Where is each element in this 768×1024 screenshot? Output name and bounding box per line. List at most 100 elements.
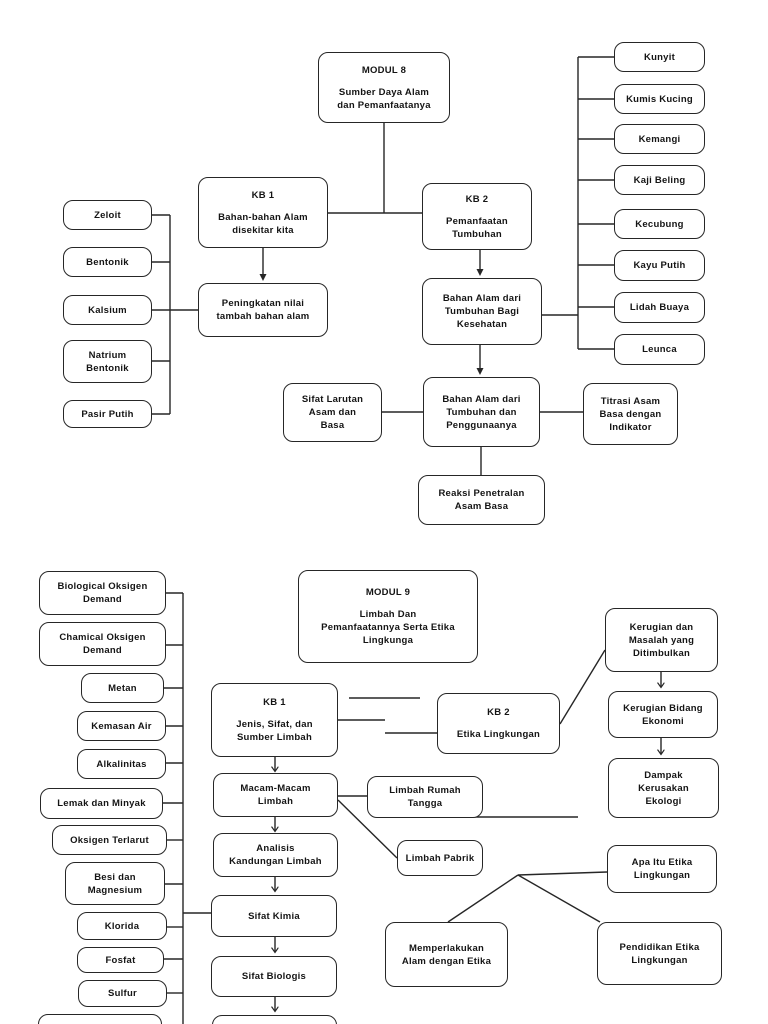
node-label: Kayu Putih (633, 260, 686, 271)
node-label: Limbah (257, 796, 294, 807)
connector-line (517, 871, 608, 876)
connector-line (517, 874, 601, 923)
node-label: Bentonik (86, 362, 129, 374)
node-label: Titrasi Asam (600, 395, 661, 407)
node-label: Demand (83, 645, 122, 656)
node-label: Lingkunga (362, 635, 414, 646)
metan-box: Metan (81, 673, 164, 703)
node-label: Macam-Macam (240, 783, 311, 794)
pasir-putih-box: Pasir Putih (63, 400, 152, 428)
node-label: Leunca (642, 344, 677, 355)
kaji-beling-box: Kaji Beling (614, 165, 705, 195)
node-label: Etika Lingkungan (456, 729, 541, 740)
kemangi-box: Kemangi (614, 124, 705, 154)
node-label: Bahan Alam dari (442, 293, 522, 304)
kecubung-box: Kecubung (614, 209, 705, 239)
node-label: Kandungan Limbah (229, 856, 322, 867)
node-label: MODUL 8 (361, 64, 407, 76)
node-label: Natrium (88, 349, 127, 361)
node-label: Jenis, Sifat, dan (236, 719, 313, 730)
node-label: Lingkungan (633, 870, 691, 881)
node-label: Kecubung (635, 218, 684, 230)
node-label: Alkalinitas (96, 758, 147, 770)
node-label: Kesehatan (456, 319, 508, 330)
node-label: Metan (108, 682, 137, 694)
node-label: Oksigen Terlarut (70, 834, 149, 846)
kalsium-box: Kalsium (63, 295, 152, 325)
node-label: Ekologi (645, 795, 682, 807)
oksigen-terlarut-box: Oksigen Terlarut (52, 825, 167, 855)
node-label: Bahan Alam dari (442, 393, 521, 405)
alkalinitas-box: Alkalinitas (77, 749, 166, 779)
node-label: Basa (320, 420, 345, 431)
limbah-pabrik-box: Limbah Pabrik (397, 840, 483, 876)
node-label: Sumber Daya Alam (338, 86, 430, 98)
node-label: Memperlakukan (408, 942, 485, 954)
node-label: Limbah Dan (359, 609, 417, 620)
node-label: Dampak (644, 769, 683, 781)
node-label: Lingkungan (631, 954, 688, 966)
node-label: Bahan-bahan Alam (218, 211, 308, 223)
node-label: Alam dengan Etika (401, 955, 492, 967)
fosfat-box: Fosfat (77, 947, 164, 973)
leunca-box: Leunca (614, 334, 705, 365)
zeloit-box: Zeloit (63, 200, 152, 230)
node-label: Pemanfaatannya Serta Etika (321, 622, 455, 633)
node-label: Biological Oksigen (57, 581, 148, 592)
connector-line (337, 799, 398, 859)
node-label: Sifat Larutan (301, 394, 364, 405)
node-label: Limbah Pabrik (405, 852, 475, 864)
node-label: Klorida (104, 920, 140, 932)
node-label: Asam Basa (454, 501, 509, 512)
node-label: Analisis (256, 843, 295, 854)
node-label: tambah bahan alam (216, 311, 310, 322)
node-label: Kemasan Air (91, 720, 152, 732)
node-label: dan Pemanfaatanya (337, 99, 431, 111)
kb2-modul9-box: KB 2 Etika Lingkungan (437, 693, 560, 754)
node-label: Kerugian Bidang (623, 702, 703, 714)
node-label: Zeloit (94, 209, 121, 221)
node-label: KB 2 (487, 707, 510, 718)
node-label: KB 1 (251, 189, 275, 201)
node-label: Kemangi (638, 133, 681, 145)
node-label: Besi dan (94, 871, 136, 883)
node-label: Ditimbulkan (632, 647, 691, 659)
node-label: Kerusakan (638, 782, 689, 794)
sulfur-box: Sulfur (78, 980, 167, 1007)
klorida-box: Klorida (77, 912, 167, 940)
node-label: Ekonomi (642, 715, 684, 727)
sifat-kimia-box: Sifat Kimia (211, 895, 337, 937)
node-label: Tangga (407, 798, 443, 809)
node-label: MODUL 9 (365, 587, 411, 598)
node-label: Lemak dan Minyak (57, 798, 146, 809)
bottom-mid-partial-box (212, 1015, 337, 1024)
node-label: KB 1 (263, 697, 286, 708)
node-label: Tumbuhan Bagi (444, 306, 520, 317)
lemak-dan-minyak-box: Lemak dan Minyak (40, 788, 163, 819)
node-label: Demand (83, 594, 122, 605)
kunyit-box: Kunyit (614, 42, 705, 72)
node-label: Pendidikan Etika (619, 941, 700, 953)
node-label: Pasir Putih (81, 408, 134, 420)
node-label: Indikator (609, 421, 652, 433)
connector-line (559, 649, 606, 725)
node-label: Kunyit (643, 51, 676, 63)
node-label: KB 2 (465, 193, 489, 205)
node-label: Magnesium (87, 884, 143, 896)
